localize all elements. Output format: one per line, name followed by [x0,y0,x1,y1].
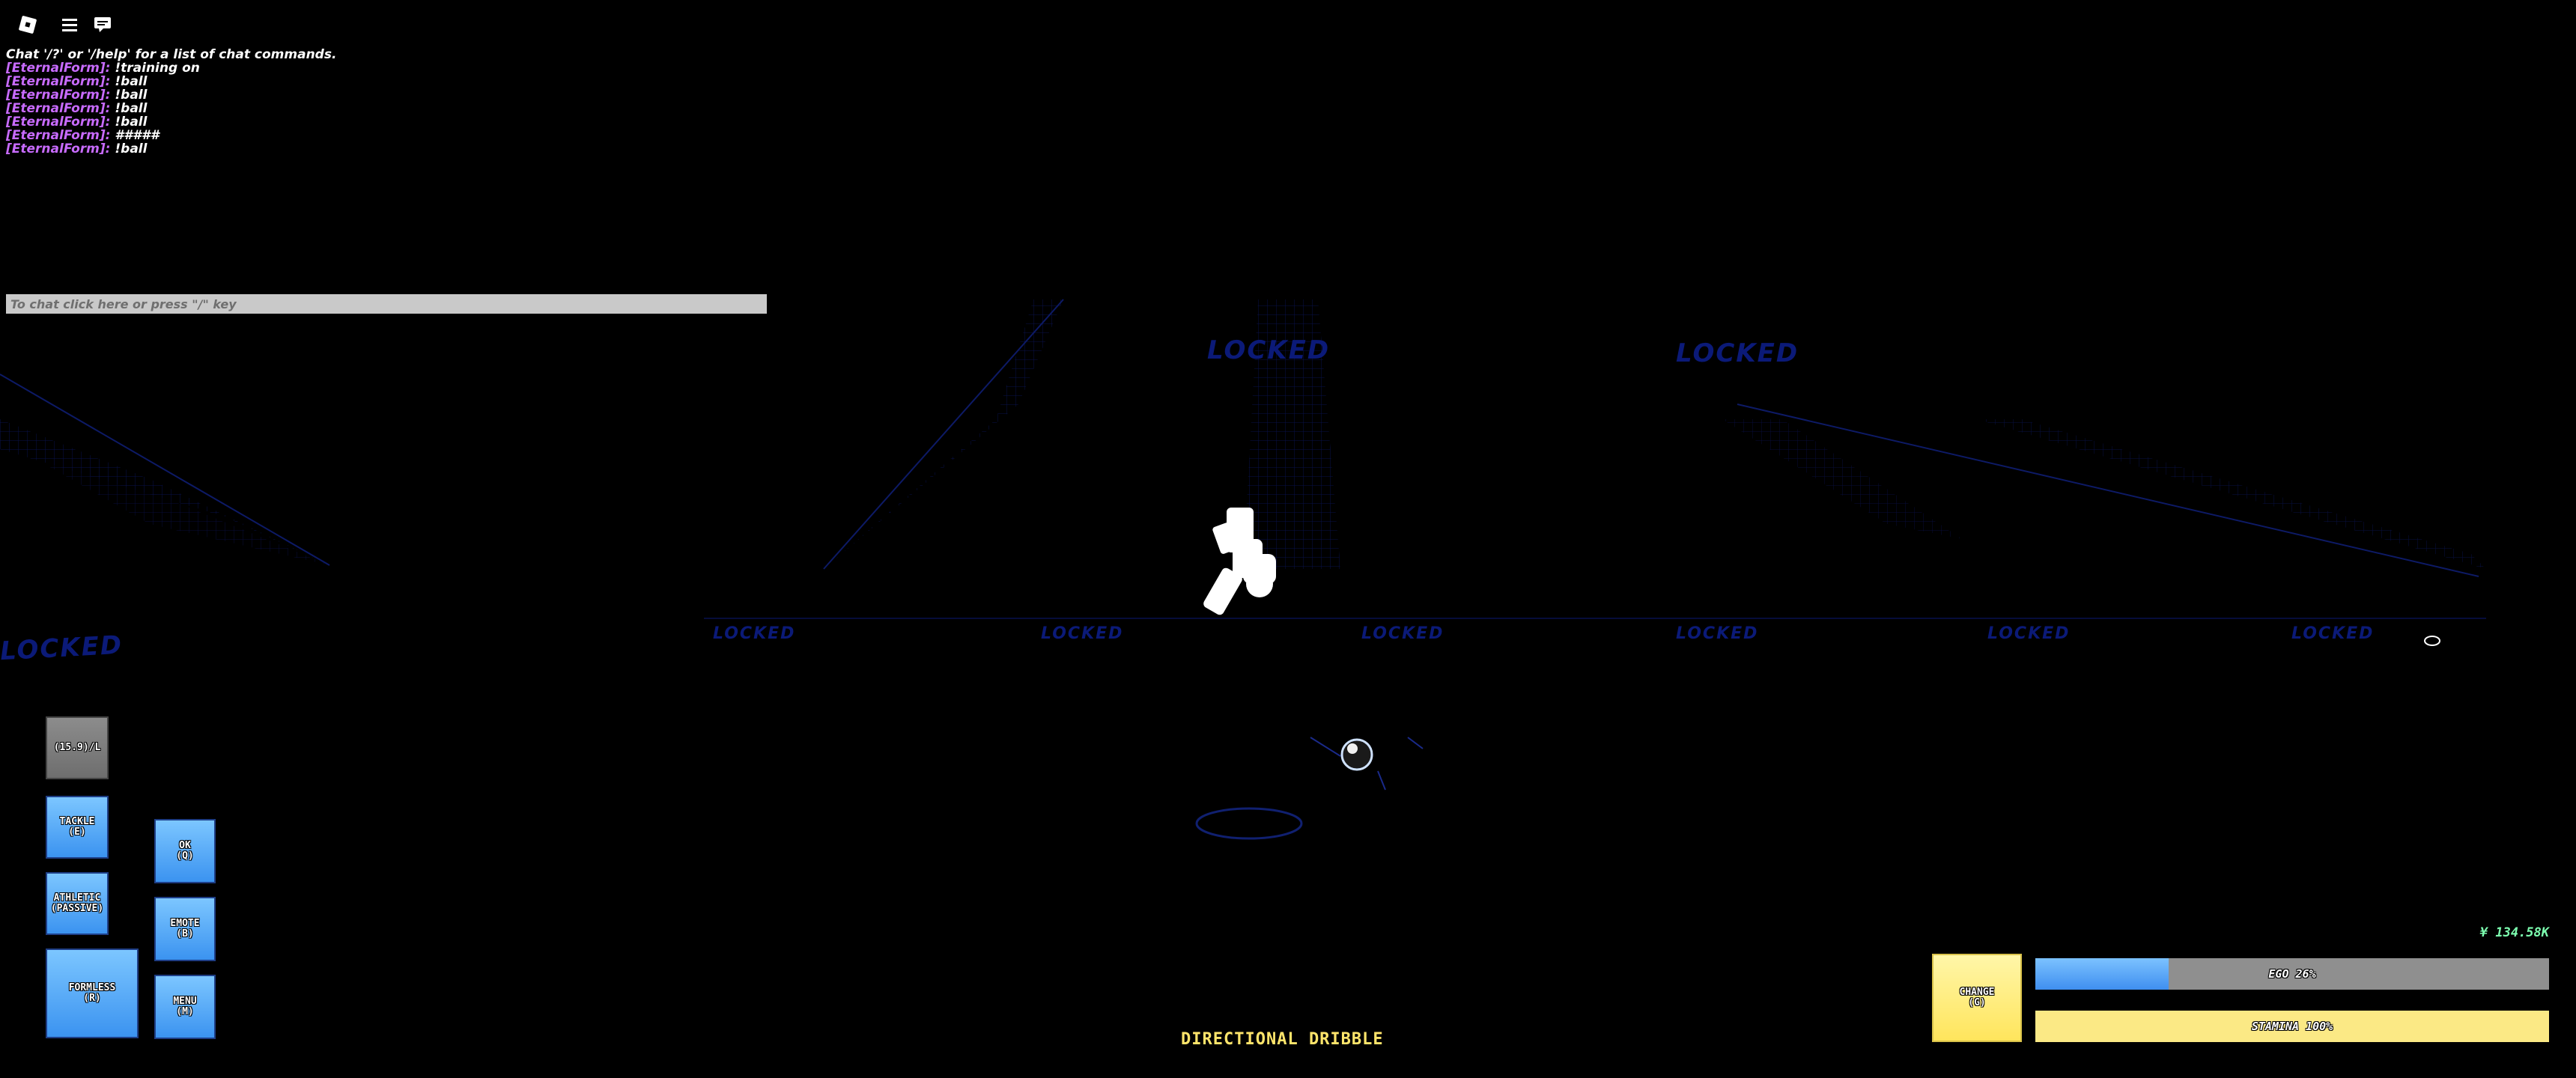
ego-bar: EGO 26% [2035,958,2549,990]
chat-message: [EternalForm]: !training on [6,61,336,75]
tackle-button[interactable]: TACKLE (E) [46,796,109,859]
chat-message: [EternalForm]: !ball [6,75,336,88]
chat-username[interactable]: [EternalForm]: [6,128,111,143]
chat-text: ##### [115,128,160,143]
chat-log: Chat '/?' or '/help' for a list of chat … [6,48,336,156]
chat-text: !ball [115,101,148,116]
cooldown-slot[interactable]: (15.9)/L [46,716,109,779]
locked-label: LOCKED [1207,335,1331,365]
menu-button[interactable]: MENU (M) [154,975,216,1039]
chat-input[interactable] [6,294,767,314]
ok-button[interactable]: OK (Q) [154,819,216,883]
mode-hint: DIRECTIONAL DRIBBLE [1181,1030,1384,1049]
formless-button[interactable]: FORMLESS (R) [46,948,139,1038]
locked-label: LOCKED [713,624,796,643]
roblox-logo-icon[interactable] [15,12,40,37]
locked-label: LOCKED [1676,338,1799,368]
ego-label: EGO 26% [2268,967,2316,981]
chat-username[interactable]: [EternalForm]: [6,141,111,156]
chat-text: !ball [115,141,148,156]
chat-text: !ball [115,115,148,130]
chat-system-message: Chat '/?' or '/help' for a list of chat … [6,47,337,62]
stand-right [1977,419,2486,569]
chat-username[interactable]: [EternalForm]: [6,101,111,116]
stamina-label: STAMINA 100% [2251,1020,2333,1033]
chat-message: [EternalForm]: !ball [6,102,336,115]
chat-username[interactable]: [EternalForm]: [6,74,111,89]
player-avatar [1203,508,1276,615]
athletic-button[interactable]: ATHLETIC (PASSIVE) [46,872,109,935]
locked-label: LOCKED [1041,624,1124,643]
locked-label: LOCKED [1361,624,1445,643]
menu-icon[interactable] [57,12,82,37]
ego-bar-fill [2035,958,2169,990]
stand-right-inner [1722,419,1962,539]
locked-label: LOCKED [2291,624,2375,643]
currency-display: ¥ 134.58K [2479,925,2549,940]
chat-message: [EternalForm]: !ball [6,88,336,102]
chat-username[interactable]: [EternalForm]: [6,61,111,76]
chat-message: [EternalForm]: !ball [6,115,336,129]
spawn-ring [1195,807,1303,840]
chat-icon[interactable] [90,12,115,37]
change-button[interactable]: CHANGE (G) [1932,954,2022,1042]
locked-label: LOCKED [1676,624,1759,643]
chat-message: [EternalForm]: ##### [6,129,336,142]
chat-message: [EternalForm]: !ball [6,142,336,156]
chat-text: !training on [115,61,200,76]
chat-username[interactable]: [EternalForm]: [6,115,111,130]
chat-text: !ball [115,88,148,103]
marker-ring [2424,636,2440,646]
locked-label: LOCKED [1987,624,2071,643]
emote-button[interactable]: EMOTE (B) [154,897,216,961]
ball [1340,738,1373,771]
chat-text: !ball [115,74,148,89]
stand-left-2 [45,464,329,565]
chat-username[interactable]: [EternalForm]: [6,88,111,103]
stand-center [1243,299,1340,569]
stamina-bar: STAMINA 100% [2035,1011,2549,1042]
